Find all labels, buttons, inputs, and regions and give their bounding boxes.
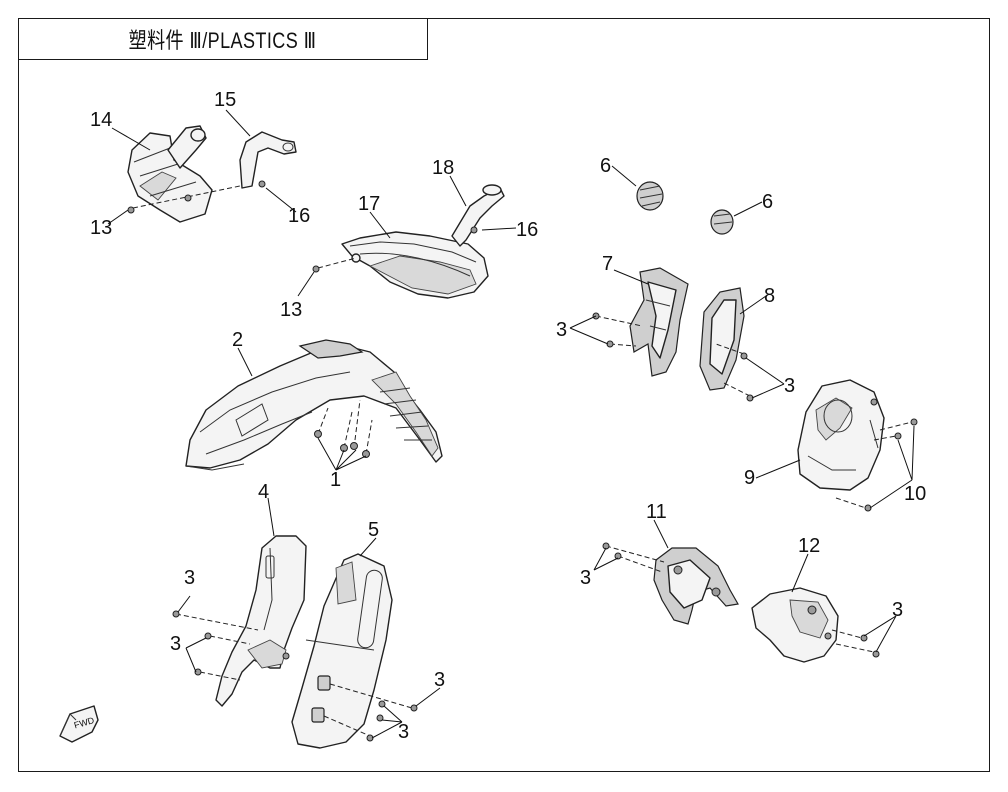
- part-12-cover: [751, 587, 839, 663]
- part-11-screws: [602, 542, 665, 573]
- part-11-cover: [653, 547, 739, 625]
- title-block: 塑料件 Ⅲ/PLASTICS Ⅲ: [18, 18, 428, 60]
- callout-8: 8: [764, 285, 775, 307]
- callout-18: 18: [432, 157, 454, 179]
- part-15-bracket: [239, 131, 297, 189]
- callout-3g: 3: [434, 669, 445, 691]
- callout-3d: 3: [170, 633, 181, 655]
- callout-3c: 3: [184, 567, 195, 589]
- callout-10: 10: [904, 483, 926, 505]
- part-7-panel: [629, 267, 689, 377]
- leader-lines: [107, 109, 915, 739]
- callout-6b: 6: [762, 191, 773, 213]
- callout-16a: 16: [288, 205, 310, 227]
- callout-3f: 3: [892, 599, 903, 621]
- part-1-screws: [314, 399, 373, 458]
- callout-3e: 3: [580, 567, 591, 589]
- screw-13a: [127, 206, 135, 214]
- callout-7: 7: [602, 253, 613, 275]
- part-8-panel: [699, 287, 745, 391]
- part-10-screws: [835, 418, 918, 512]
- callout-17: 17: [358, 193, 380, 215]
- part-7-8-screws: [592, 312, 754, 402]
- part-6-grommet-b: [710, 209, 734, 235]
- drawing-frame: [18, 18, 990, 772]
- part-5-fork-guard: [291, 553, 393, 749]
- callout-14: 14: [90, 109, 112, 131]
- callout-9: 9: [744, 467, 755, 489]
- callout-16b: 16: [516, 219, 538, 241]
- callout-1: 1: [330, 469, 341, 491]
- fwd-arrow-icon: FWD: [59, 705, 99, 743]
- part-12-screws: [831, 629, 880, 658]
- callout-13a: 13: [90, 217, 112, 239]
- part-5-screws: [323, 683, 418, 742]
- part-6-grommet-a: [636, 181, 664, 211]
- part-17-hand-guard: [341, 231, 489, 299]
- callout-3h: 3: [398, 721, 409, 743]
- page-title: 塑料件 Ⅲ/PLASTICS Ⅲ: [128, 27, 317, 53]
- callout-5: 5: [368, 519, 379, 541]
- callout-3b: 3: [784, 375, 795, 397]
- part-18-bracket: [451, 184, 505, 247]
- callout-2: 2: [232, 329, 243, 351]
- part-14-hand-guard: [127, 125, 213, 223]
- callout-15: 15: [214, 89, 236, 111]
- callout-labels: 14 15 16 13 17 18 16 13 6 6 7 8 3 3 2 1 …: [90, 89, 926, 743]
- part-9-cover: [797, 379, 885, 491]
- part-4-fork-guard: [215, 535, 307, 707]
- part-4-screws: [172, 610, 259, 681]
- callout-4: 4: [258, 481, 269, 503]
- callout-6a: 6: [600, 155, 611, 177]
- callout-3a: 3: [556, 319, 567, 341]
- callout-13b: 13: [280, 299, 302, 321]
- callout-11: 11: [646, 501, 667, 523]
- part-2-front-fender: [185, 339, 443, 471]
- callout-12: 12: [798, 535, 820, 557]
